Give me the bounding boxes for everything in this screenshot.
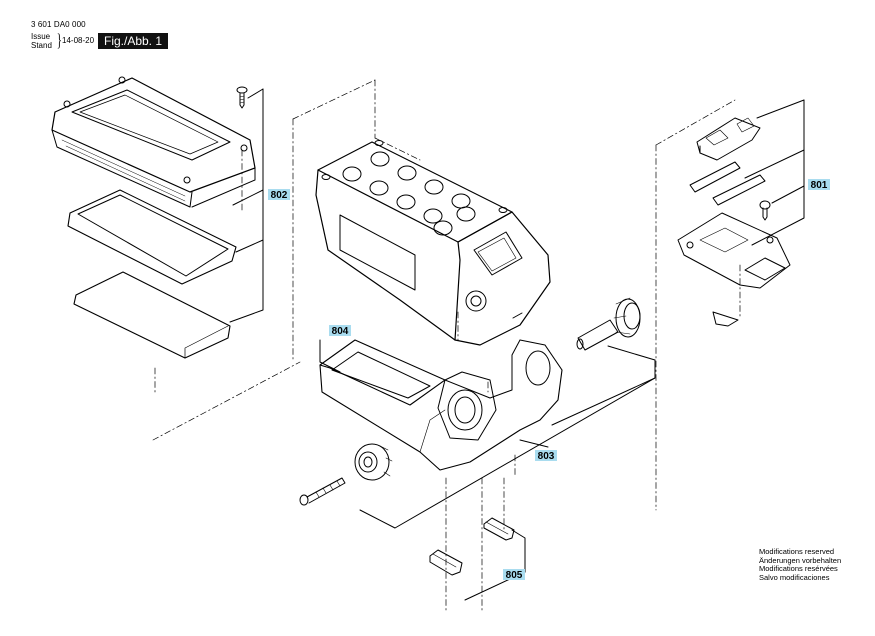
handle-frame <box>319 339 563 471</box>
rubber-foot-lower <box>429 549 463 576</box>
clip-cap <box>696 117 761 161</box>
note-line: Salvo modificaciones <box>759 572 830 582</box>
right-knob-shaft <box>576 297 641 351</box>
long-screw <box>299 477 346 506</box>
note-line: Modifications reserved <box>759 547 835 556</box>
svg-text:803: 803 <box>538 451 555 462</box>
clip-screw <box>759 200 771 221</box>
issue-label: Issue <box>31 32 51 41</box>
leader-lines <box>229 88 805 601</box>
gasket <box>67 189 237 285</box>
cover-plate <box>73 271 231 359</box>
figure-tag: Fig./Abb. 1 <box>98 33 168 49</box>
callout-803: 803 <box>535 450 557 462</box>
modifications-notice: Modifications reserved Änderungen vorbeh… <box>759 547 842 582</box>
issue-date: 14-08-20 <box>62 36 95 45</box>
svg-text:801: 801 <box>811 180 828 191</box>
callout-805: 805 <box>503 569 525 581</box>
clip-base <box>677 212 791 327</box>
svg-text:805: 805 <box>506 570 523 581</box>
stand-label: Stand <box>31 41 52 50</box>
svg-text:802: 802 <box>271 190 288 201</box>
note-line: Änderungen vorbehalten <box>759 555 842 565</box>
note-line: Modifications resérvées <box>759 564 838 574</box>
document-number: 3 601 DA0 000 <box>31 20 86 29</box>
callout-804: 804 <box>329 325 351 337</box>
dashed-alignment-lines <box>152 79 741 613</box>
issue-stand-labels: Issue Stand <box>31 32 52 50</box>
lid-frame <box>51 76 256 208</box>
left-knob <box>354 443 393 481</box>
rubber-foot-upper <box>483 517 515 541</box>
lid-screw <box>236 86 248 109</box>
callout-801: 801 <box>808 179 830 191</box>
main-housing <box>315 140 551 346</box>
issue-brace: } <box>56 30 62 50</box>
callout-802: 802 <box>268 189 290 201</box>
svg-text:804: 804 <box>332 326 349 337</box>
clip-pins <box>689 161 766 206</box>
